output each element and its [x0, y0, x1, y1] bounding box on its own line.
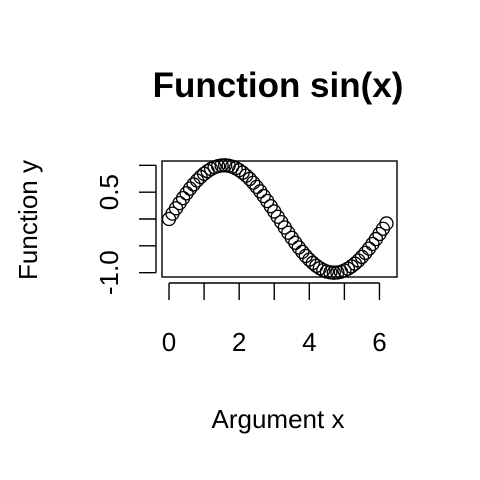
data-point [242, 171, 257, 187]
data-point [354, 249, 370, 265]
data-point [172, 195, 187, 211]
data-point [288, 235, 303, 250]
data-point [312, 261, 327, 276]
x-axis: 0 2 4 6 [162, 282, 387, 357]
data-point [326, 265, 342, 280]
data-point [256, 188, 271, 204]
data-point [246, 175, 261, 190]
y-axis-label: Function y [13, 160, 43, 280]
data-point [182, 181, 198, 196]
data-point [175, 190, 191, 206]
data-point [284, 230, 299, 246]
data-points [161, 158, 394, 280]
chart-title: Function sin(x) [153, 66, 404, 105]
x-tick-label: 4 [302, 327, 316, 357]
y-tick-label: -1.0 [94, 250, 124, 295]
data-point [365, 236, 380, 252]
data-point [179, 186, 194, 201]
x-axis-label: Argument x [212, 404, 345, 434]
y-axis: -1.0 0.5 [94, 164, 157, 295]
y-tick-label: 0.5 [94, 174, 124, 210]
data-point [228, 161, 243, 176]
data-point [196, 166, 212, 181]
data-point [298, 248, 313, 264]
data-point [291, 240, 306, 255]
data-point [295, 244, 310, 260]
data-point [358, 245, 373, 261]
data-point [186, 177, 201, 192]
data-point [253, 184, 268, 199]
data-point [361, 241, 377, 256]
x-tick-label: 2 [232, 327, 246, 357]
x-tick-label: 0 [162, 327, 176, 357]
x-tick-label: 6 [372, 327, 386, 357]
data-point [214, 158, 229, 173]
data-point [340, 261, 356, 276]
data-point [249, 179, 264, 195]
data-point [379, 216, 394, 231]
